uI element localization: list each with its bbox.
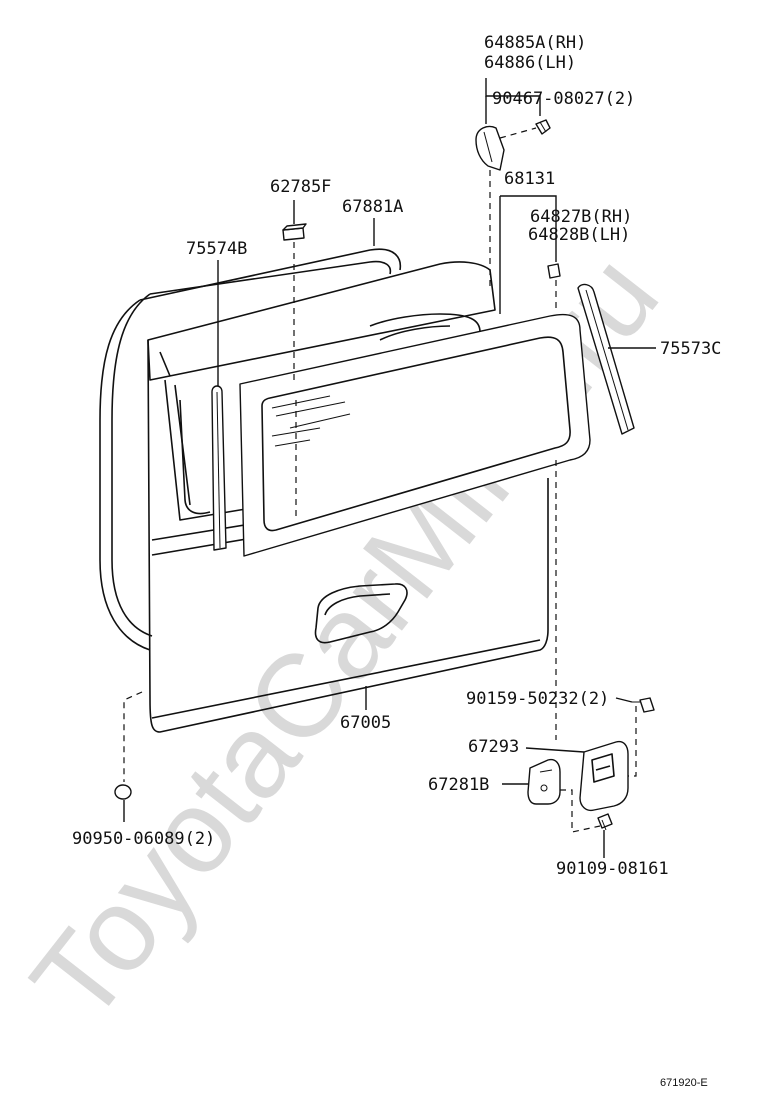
label-67005: 67005 bbox=[340, 713, 391, 733]
label-62785F: 62785F bbox=[270, 177, 331, 197]
screw-90109 bbox=[597, 813, 613, 831]
label-67281B: 67281B bbox=[428, 775, 489, 795]
label-64886: 64886(LH) bbox=[484, 53, 576, 73]
clip-90467 bbox=[535, 119, 551, 135]
label-75573C: 75573C bbox=[660, 339, 721, 359]
stopper-64827B bbox=[547, 263, 561, 279]
lock-cover-67281B bbox=[527, 758, 561, 805]
callout-labels: 64885A(RH) 64886(LH) 90467-08027(2) 6813… bbox=[72, 33, 721, 879]
label-64828B: 64828B(LH) bbox=[528, 225, 630, 245]
leader-lines bbox=[123, 78, 656, 858]
lock-assembly bbox=[579, 740, 629, 812]
back-glass bbox=[239, 313, 591, 557]
figure-code: 671920-E bbox=[660, 1077, 708, 1089]
label-90950: 90950-06089(2) bbox=[72, 829, 215, 849]
moulding-75573C bbox=[577, 283, 635, 435]
label-68131: 68131 bbox=[504, 169, 555, 189]
label-64827B: 64827B(RH) bbox=[530, 207, 632, 227]
label-90467: 90467-08027(2) bbox=[492, 89, 635, 109]
label-75574B: 75574B bbox=[186, 239, 247, 259]
label-64885A: 64885A(RH) bbox=[484, 33, 586, 53]
spoiler-cap bbox=[475, 125, 505, 171]
label-90109: 90109-08161 bbox=[556, 859, 669, 879]
plug-90950 bbox=[114, 784, 132, 800]
clip-62785F bbox=[282, 223, 307, 241]
label-67293: 67293 bbox=[468, 737, 519, 757]
moulding-75574B bbox=[211, 385, 227, 551]
glass-frame-seal bbox=[369, 313, 481, 341]
screw-90159 bbox=[632, 697, 655, 713]
label-67881A: 67881A bbox=[342, 197, 403, 217]
label-90159: 90159-50232(2) bbox=[466, 689, 609, 709]
